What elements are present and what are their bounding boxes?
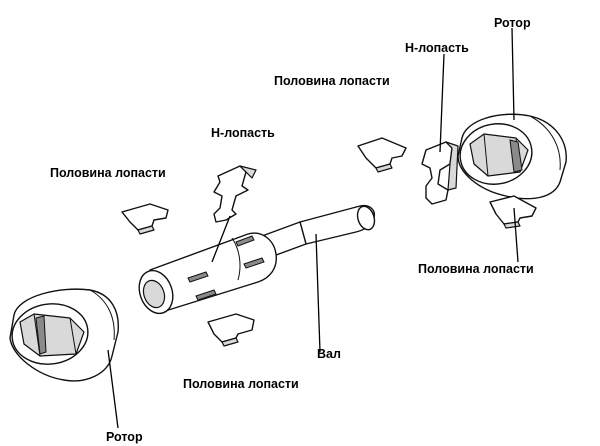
h-blade-right	[421, 141, 459, 205]
leader-shaft	[315, 233, 321, 353]
label-half-blade-left: Половина лопасти	[50, 166, 166, 180]
shaft	[138, 204, 376, 315]
leader-rotor-bottom	[107, 349, 119, 429]
rotor-right	[457, 113, 567, 200]
label-rotor-bottom: Ротор	[106, 430, 143, 444]
leader-half-blade-right-bottom	[513, 207, 519, 263]
half-blade-right-bottom	[489, 195, 537, 229]
leader-rotor-top	[511, 27, 515, 121]
label-half-blade-bottom: Половина лопасти	[183, 377, 299, 391]
half-blade-top-right	[357, 137, 407, 173]
label-rotor-top: Ротор	[494, 16, 531, 30]
label-h-blade-center: Н-лопасть	[211, 126, 275, 140]
leader-h-blade-right	[439, 53, 445, 153]
rotor-left	[9, 288, 119, 382]
h-blade-center	[213, 165, 257, 223]
half-blade-bottom	[207, 313, 255, 347]
label-shaft: Вал	[317, 347, 341, 361]
label-half-blade-top-right: Половина лопасти	[274, 74, 390, 88]
leader-lines	[107, 27, 519, 429]
leader-h-blade-center	[211, 215, 231, 263]
half-blade-left	[121, 203, 169, 235]
label-h-blade-right: Н-лопасть	[405, 41, 469, 55]
label-half-blade-right-bottom: Половина лопасти	[418, 262, 534, 276]
